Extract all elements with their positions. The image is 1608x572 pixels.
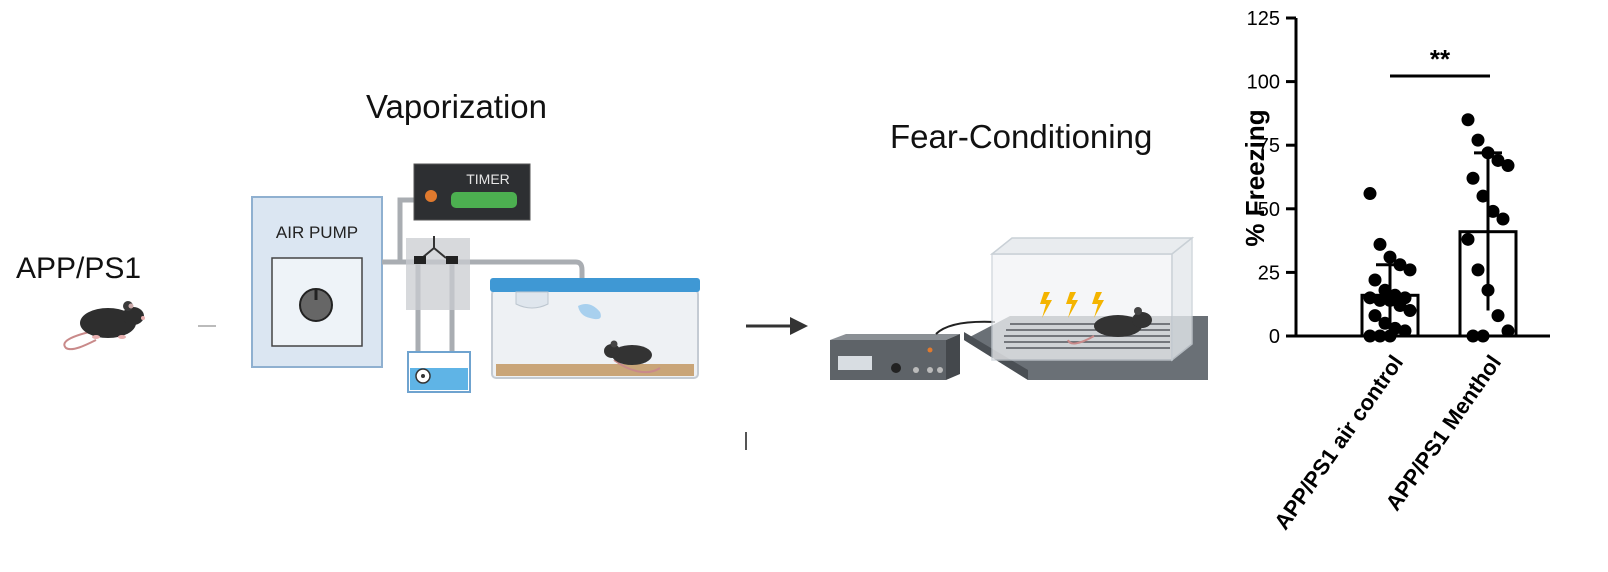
mouse-label: APP/PS1: [16, 252, 142, 285]
data-point: [1363, 291, 1377, 305]
air-pump-label: AIR PUMP: [276, 223, 358, 242]
data-point: [1501, 324, 1515, 338]
data-point: [1403, 304, 1417, 318]
data-point: [1476, 189, 1490, 203]
chamber-mouse-icon: [1067, 307, 1152, 345]
data-point: [1466, 171, 1480, 185]
timer-label: TIMER: [466, 171, 510, 187]
data-point: [1486, 204, 1500, 218]
home-cage: [490, 278, 700, 379]
data-point: [1471, 133, 1485, 147]
y-tick-label: 50: [1258, 199, 1280, 221]
data-point: [1363, 329, 1377, 343]
conditioning-chamber: [964, 236, 1208, 380]
menthol-container: [407, 351, 471, 393]
data-point: [1398, 324, 1412, 338]
significance-label: **: [1430, 44, 1451, 74]
data-point: [1378, 283, 1392, 297]
fear-conditioning-title: Fear-Conditioning: [890, 118, 1153, 155]
data-point: [1393, 298, 1407, 312]
cable: [935, 320, 996, 335]
valve-block: [406, 238, 470, 310]
air-pump: AIR PUMP: [251, 196, 383, 368]
data-point: [1466, 329, 1480, 343]
y-tick-label: 25: [1258, 262, 1280, 284]
data-point: [1373, 293, 1387, 307]
lightning-icon: [1040, 292, 1104, 318]
data-point: [1491, 309, 1505, 323]
data-point: [1373, 237, 1387, 251]
arrow-right-icon: [746, 317, 808, 335]
y-tick-label: 75: [1258, 135, 1280, 157]
data-point: [1373, 329, 1387, 343]
data-point: [1481, 146, 1495, 160]
data-point: [1383, 329, 1397, 343]
y-tick-label: 100: [1247, 72, 1280, 94]
y-tick-label: 0: [1269, 326, 1280, 348]
data-point: [1496, 212, 1510, 226]
y-tick-label: 125: [1247, 8, 1280, 30]
data-point: [1501, 159, 1515, 173]
data-point: [1393, 258, 1407, 272]
data-point: [1403, 263, 1417, 277]
timer: TIMER: [413, 163, 531, 221]
mouse-icon: [63, 301, 145, 351]
data-point: [1461, 113, 1475, 127]
shock-generator: [830, 334, 960, 380]
data-point: [1481, 283, 1495, 297]
data-point: [1378, 316, 1392, 330]
data-point: [1368, 309, 1382, 323]
data-point: [1368, 273, 1382, 287]
data-point: [1476, 329, 1490, 343]
data-point: [1471, 263, 1485, 277]
data-point: [1363, 187, 1377, 201]
y-axis-label: % Freezing: [1240, 109, 1270, 246]
cage-mouse-icon: [604, 340, 661, 374]
data-point: [1383, 250, 1397, 264]
data-point: [1491, 153, 1505, 167]
vaporization-title: Vaporization: [366, 88, 548, 125]
data-point: [1461, 232, 1475, 246]
data-point: [1383, 293, 1397, 307]
